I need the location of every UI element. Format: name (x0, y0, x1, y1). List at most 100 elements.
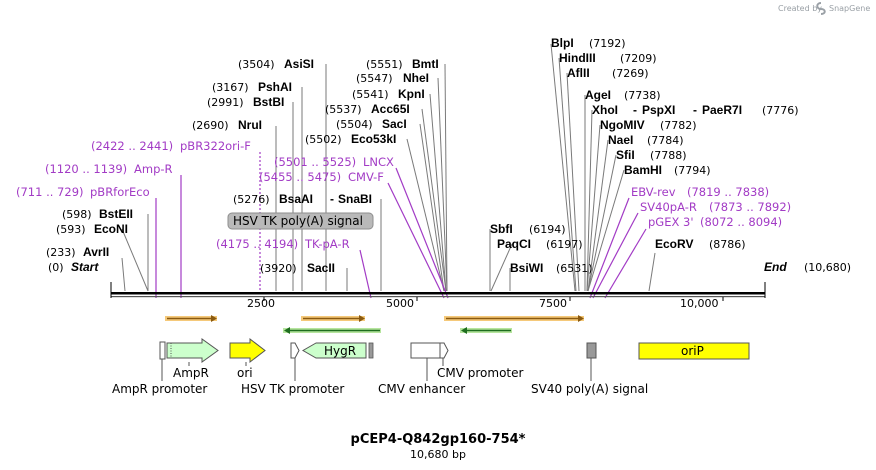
site-hindiii[interactable]: HindIII (559, 51, 596, 65)
site-leader-lines (121, 43, 656, 292)
site-naei[interactable]: NaeI (608, 133, 633, 147)
primer-cmvf[interactable]: CMV-F (348, 170, 384, 184)
site-paqci[interactable]: PaqCI (497, 237, 531, 251)
feature-hsv-tk-polya-block[interactable] (368, 342, 374, 359)
restriction-sites: (233) AvrII (593) EcoNI (598) BstEII (26… (46, 36, 799, 275)
site-pshai[interactable]: PshAI (258, 80, 292, 94)
site-bsaai[interactable]: BsaAI (279, 192, 313, 206)
leader-bmti (444, 63, 448, 292)
primer-ebvrev-range: (7819 .. 7838) (687, 185, 769, 199)
site-avrii[interactable]: AvrII (83, 245, 109, 259)
plasmid-title: pCEP4-Q842gp160-754* (351, 432, 526, 447)
tick-5000: 5000 (386, 297, 414, 310)
orf-arrow-reverse-1[interactable] (283, 327, 381, 334)
site-eco53ki-pos: (5502) (305, 133, 342, 146)
orf-arrow-forward-3[interactable] (444, 315, 584, 322)
site-kpni[interactable]: KpnI (398, 87, 425, 101)
primer-ebvrev[interactable]: EBV-rev (631, 185, 676, 199)
site-bmti[interactable]: BmtI (412, 57, 439, 71)
feature-ampr[interactable]: AmpR (166, 338, 219, 380)
site-bsteii-pos: (598) (62, 208, 92, 221)
feature-sv40-polya[interactable]: SV40 poly(A) signal (531, 342, 648, 396)
site-bsteii[interactable]: BstEII (99, 207, 133, 221)
primer-ampr[interactable]: Amp-R (134, 162, 173, 176)
site-snabi[interactable]: SnaBI (338, 192, 372, 206)
primer-lncx-range: (5501 .. 5525) (274, 155, 356, 169)
leader-saci (419, 123, 445, 292)
site-bstbi[interactable]: BstBI (253, 95, 284, 109)
site-paer7i[interactable]: PaeR7I (702, 103, 742, 117)
leader-blpi (550, 43, 576, 292)
site-acc65i[interactable]: Acc65I (371, 102, 410, 116)
primer-pbrforeco[interactable]: pBRforEco (90, 185, 150, 199)
feature-cmv-promoter[interactable]: CMV promoter (437, 342, 524, 380)
primer-pbr322ori[interactable]: pBR322ori-F (180, 139, 251, 153)
primer-line-sv40par (592, 212, 639, 299)
site-agei[interactable]: AgeI (585, 88, 611, 102)
site-blpi-pos: (7192) (589, 37, 626, 50)
site-nrui[interactable]: NruI (238, 118, 262, 132)
site-saci[interactable]: SacI (382, 117, 407, 131)
site-bamhi[interactable]: BamHI (624, 163, 662, 177)
hsv-tk-polya-highlight[interactable]: HSV TK poly(A) signal (227, 212, 374, 230)
site-sacii-pos: (3920) (260, 262, 297, 275)
site-asisi[interactable]: AsiSI (284, 57, 314, 71)
site-aflii-pos: (7269) (612, 67, 649, 80)
primer-line-tkpar (359, 249, 372, 299)
feature-hygr[interactable]: HygR (301, 342, 367, 359)
site-bmti-pos: (5551) (366, 58, 403, 71)
site-sacii[interactable]: SacII (307, 261, 335, 275)
site-kpni-pos: (5541) (352, 88, 389, 101)
site-sep-snabi: - (330, 192, 334, 206)
primer-line-lncx (395, 167, 449, 299)
primer-sv40par-range: (7873 .. 7892) (709, 200, 791, 214)
start-position: (0) (48, 261, 64, 274)
primers: (711 .. 729) pBRforEco (1120 .. 1139) Am… (16, 139, 791, 251)
highlight-label: HSV TK poly(A) signal (233, 214, 363, 228)
credit-text: Created by (778, 4, 822, 13)
leader-ecorv (648, 252, 656, 292)
feature-hsv-tk-promoter[interactable]: HSV TK promoter (241, 342, 344, 396)
orf-arrow-reverse-2[interactable] (460, 327, 512, 334)
end-label: End (764, 260, 787, 274)
site-ecorv[interactable]: EcoRV (655, 237, 693, 251)
site-pspxi[interactable]: PspXI (642, 103, 675, 117)
site-bsiwi[interactable]: BsiWI (510, 261, 543, 275)
credit-brand: SnapGene (829, 4, 870, 13)
site-econi[interactable]: EcoNI (94, 222, 128, 236)
primer-pgex3-range: (8072 .. 8094) (700, 215, 782, 229)
primer-sv40par[interactable]: SV40pA-R (640, 200, 697, 214)
primer-cmvf-range: (5455 .. 5475) (259, 170, 341, 184)
site-sep-paer7i: - (693, 103, 697, 117)
site-asisi-pos: (3504) (238, 58, 275, 71)
site-eco53ki[interactable]: Eco53kI (351, 132, 396, 146)
snapgene-logo-icon (816, 2, 826, 15)
feature-label-cmv-enhancer: CMV enhancer (378, 382, 465, 396)
site-pshai-pos: (3167) (212, 81, 249, 94)
site-blpi[interactable]: BlpI (551, 36, 574, 50)
site-sbfi[interactable]: SbfI (490, 222, 513, 236)
site-sfii[interactable]: SfiI (616, 148, 635, 162)
leader-nhei (437, 77, 448, 292)
site-hindiii-pos: (7209) (620, 52, 657, 65)
primer-pbr322ori-range: (2422 .. 2441) (91, 139, 173, 153)
orf-arrow-forward-1[interactable] (165, 315, 217, 322)
primer-tkpar[interactable]: TK-pA-R (304, 237, 350, 251)
site-ngomiv[interactable]: NgoMIV (600, 118, 645, 132)
site-econi-pos: (593) (56, 223, 86, 236)
site-xhoi[interactable]: XhoI (592, 103, 618, 117)
feature-orip[interactable]: oriP (638, 342, 750, 360)
site-ngomiv-pos: (7782) (660, 119, 697, 132)
site-aflii[interactable]: AflII (567, 66, 590, 80)
site-nhei[interactable]: NheI (403, 71, 429, 85)
orf-arrow-forward-2[interactable] (301, 315, 365, 322)
plasmid-length: 10,680 bp (410, 448, 466, 461)
primer-lncx[interactable]: LNCX (363, 155, 394, 169)
feature-ampr-promoter[interactable]: AmpR promoter (112, 341, 207, 396)
primer-pgex3[interactable]: pGEX 3' (648, 215, 694, 229)
feature-label-hsv-tk-promoter: HSV TK promoter (241, 382, 344, 396)
site-xhoi-pos: (7776) (762, 104, 799, 117)
leader-kpni (429, 93, 447, 292)
feature-ori[interactable]: ori (229, 337, 266, 380)
